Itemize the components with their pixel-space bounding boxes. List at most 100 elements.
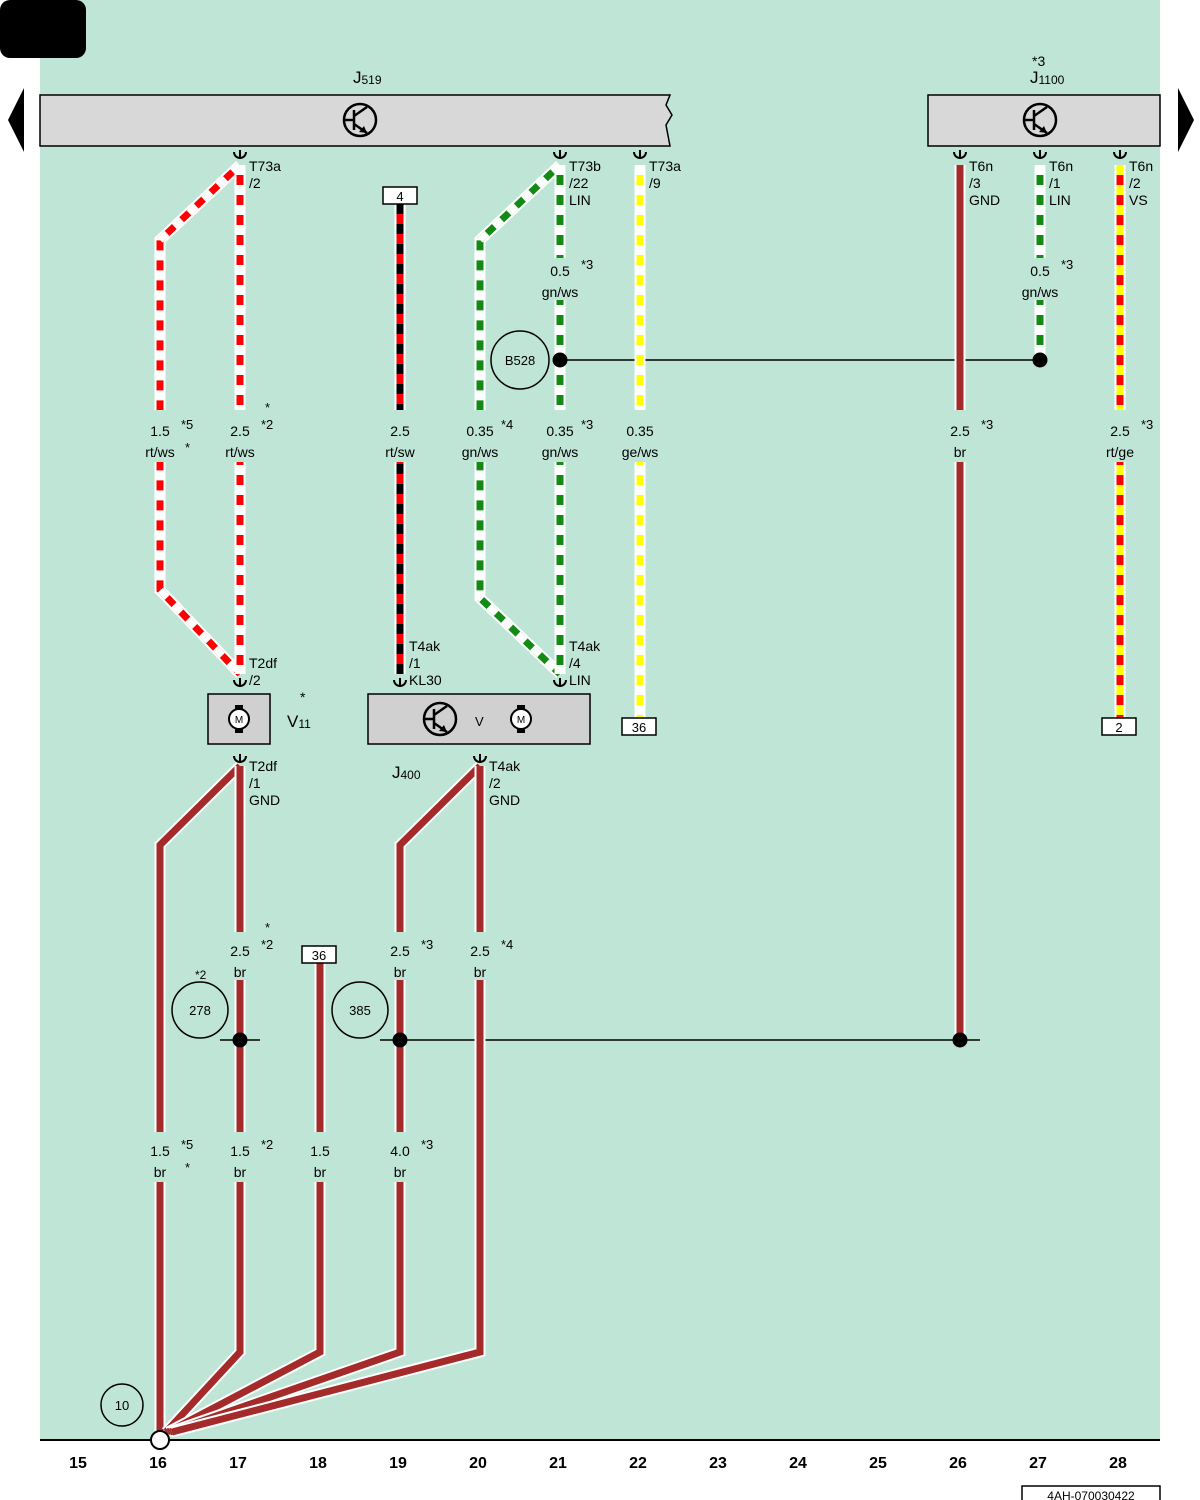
footer-code: 4AH-070030422 xyxy=(1047,1489,1135,1500)
ref-box-2-text: 2 xyxy=(1115,720,1122,735)
wire-color-code: gn/ws xyxy=(542,444,579,460)
wire-note-extra: * xyxy=(185,1160,190,1175)
ref-box-4 xyxy=(382,186,418,205)
connection-b528 xyxy=(490,330,550,390)
wire-label-gap xyxy=(1113,410,1127,462)
wire-size: 0.35 xyxy=(466,423,493,439)
wire-note: *5 xyxy=(181,1137,193,1152)
wire-label: 1.5br*5* xyxy=(150,1137,193,1180)
wire-label-gap xyxy=(153,1132,167,1182)
wire-note: *3 xyxy=(421,1137,433,1152)
column-number: 17 xyxy=(229,1455,247,1472)
footer-code-box xyxy=(1021,1485,1161,1500)
wire-note: *3 xyxy=(1141,417,1153,432)
wire-size: 0.5 xyxy=(1030,263,1050,279)
wire-label-gap xyxy=(233,410,247,462)
pin-label-t73a-2: T73a/2 xyxy=(249,158,281,191)
wire-label: 0.5gn/ws*3 xyxy=(542,257,594,300)
ground-point-10 xyxy=(100,1383,144,1427)
wire-note: *5 xyxy=(181,417,193,432)
column-number: 25 xyxy=(869,1455,887,1472)
wire-color-code: br xyxy=(394,1164,407,1180)
ref-box-36 xyxy=(301,945,337,964)
ref-box-2 xyxy=(1101,717,1137,736)
j1100-label: J1100 xyxy=(1030,68,1065,87)
wire-note: *3 xyxy=(421,937,433,952)
wire-label-gap xyxy=(473,932,487,980)
wire-br-col18 xyxy=(165,963,326,1437)
j400-mid-label: V xyxy=(475,714,484,729)
wire-color-code: br xyxy=(154,1164,167,1180)
wire-label: 0.35 gn/ws*3 xyxy=(542,417,594,460)
ref-box-36-text: 36 xyxy=(312,948,326,963)
wire-label: 2.5rt/ge*3 xyxy=(1106,417,1153,460)
column-number: 23 xyxy=(709,1455,727,1472)
v11-note: * xyxy=(300,689,306,705)
wire-label-gap xyxy=(233,1132,247,1182)
junction-dot xyxy=(232,1032,248,1048)
ref-box-4-text: 4 xyxy=(396,189,403,204)
connection-b528-label: B528 xyxy=(505,353,535,368)
wire-label-gap xyxy=(1033,258,1047,300)
column-number: 20 xyxy=(469,1455,487,1472)
j519-label: J519 xyxy=(353,68,382,87)
wire-note: *2 xyxy=(261,417,273,432)
wire-note: *3 xyxy=(581,417,593,432)
pin-label-t73a-9: T73a/9 xyxy=(649,158,681,191)
wire-note: *2 xyxy=(261,1137,273,1152)
wire-note-extra: * xyxy=(185,440,190,455)
pin-label-t2df-2: T2df/2 xyxy=(249,655,277,688)
module-j1100 xyxy=(927,94,1161,147)
wire-color-code: br xyxy=(314,1164,327,1180)
wire-size: 0.35 xyxy=(546,423,573,439)
connection-385 xyxy=(331,981,389,1039)
column-number: 26 xyxy=(949,1455,967,1472)
wire-note: *3 xyxy=(1061,257,1073,272)
wire-size: 1.5 xyxy=(230,1143,250,1159)
wire-label: 2.5br*3 xyxy=(950,417,993,460)
component-j400 xyxy=(367,693,591,745)
module-j519 xyxy=(39,94,673,147)
junction-dot xyxy=(1032,352,1048,368)
wire-size: 2.5 xyxy=(390,943,410,959)
wire-color-code: rt/sw xyxy=(385,444,415,460)
page-tab xyxy=(0,0,86,58)
ground-point-10-label: 10 xyxy=(115,1398,129,1413)
connection-278-note: *2 xyxy=(195,968,207,982)
wire-size: 2.5 xyxy=(390,423,410,439)
wire-size: 2.5 xyxy=(470,943,490,959)
motor-letter: M xyxy=(517,715,525,726)
wire-label-gap xyxy=(473,410,487,462)
junction-dot xyxy=(392,1032,408,1048)
wire-size: 0.35 xyxy=(626,423,653,439)
wire-color-code: gn/ws xyxy=(542,284,579,300)
column-number: 24 xyxy=(789,1455,807,1472)
column-number: 22 xyxy=(629,1455,647,1472)
wire-label-gap xyxy=(393,410,407,462)
nav-right-icon[interactable] xyxy=(1178,88,1194,152)
wire-label-gap xyxy=(393,1132,407,1182)
wire-label: 2.5br*2* xyxy=(230,920,273,980)
wire-color-code: gn/ws xyxy=(1022,284,1059,300)
wire-label: 0.5 gn/ws*3 xyxy=(1022,257,1074,300)
wire-size: 2.5 xyxy=(950,423,970,439)
connection-385-label: 385 xyxy=(349,1003,371,1018)
wire-label: 1.5rt/ws*5* xyxy=(145,417,193,460)
j400-label: J400 xyxy=(392,763,421,782)
wire-size: 2.5 xyxy=(230,423,250,439)
wire-label-gap xyxy=(233,932,247,980)
wire-color-code: br xyxy=(234,964,247,980)
wire-size: 1.5 xyxy=(310,1143,330,1159)
nav-left-icon[interactable] xyxy=(8,88,24,152)
wire-color-code: br xyxy=(954,444,967,460)
